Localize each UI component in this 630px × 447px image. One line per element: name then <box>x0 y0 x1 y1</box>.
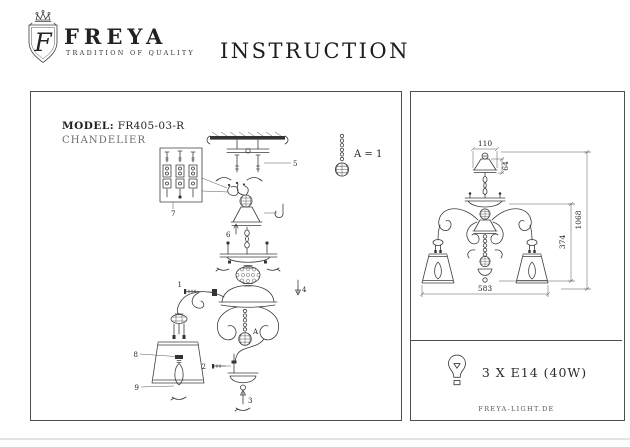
exploded-assembly-diagram: 7 5 <box>134 131 382 412</box>
part-label-6: 6 <box>226 231 231 239</box>
dim-body-height <box>499 201 575 284</box>
light-bulb-icon <box>447 354 466 386</box>
pendant-legend-drawing <box>334 133 350 177</box>
dim-overall-width-label: 583 <box>478 284 493 293</box>
dim-canopy-height <box>491 156 505 176</box>
part-label-5: 5 <box>293 160 297 168</box>
part-label-4: 4 <box>302 286 307 294</box>
center-pendant-drawing <box>238 308 252 346</box>
mid-plate-and-bell-drawing <box>212 241 301 308</box>
page-title: INSTRUCTION <box>219 39 411 63</box>
dim-body-height-label: 374 <box>558 235 567 250</box>
assembly-instruction-panel: MODEL: FR405-03-R CHANDELIER <box>30 91 402 421</box>
part-label-7: 7 <box>171 210 175 218</box>
dimensions-panel: 110 64 374 1068 583 <box>410 91 625 421</box>
freya-logo-shield-icon: F <box>28 10 58 63</box>
dimension-drawing: 110 64 374 1068 583 <box>419 139 591 297</box>
brand-tagline: TRADITION OF QUALITY <box>66 49 195 57</box>
dim-total-height-label: 1068 <box>574 210 583 229</box>
brand-name: FREYA <box>64 24 168 49</box>
lamp-shade-drawing <box>139 313 205 401</box>
svg-text:F: F <box>33 28 53 57</box>
part-label-3: 3 <box>248 397 252 405</box>
model-info: MODEL: FR405-03-R CHANDELIER <box>62 120 184 148</box>
dim-canopy-height-label: 64 <box>501 161 510 171</box>
dim-canopy-width <box>470 146 500 168</box>
part-label-1: 1 <box>178 281 182 289</box>
ceiling-mount-drawing <box>206 131 291 182</box>
scroll-arms-drawing <box>176 291 280 363</box>
model-label: MODEL: <box>62 120 115 132</box>
bottom-finial-drawing <box>212 353 259 412</box>
hardware-kit-box-drawing <box>159 147 229 209</box>
dim-canopy-width-label: 110 <box>478 139 493 148</box>
canopy-drawing <box>227 181 284 255</box>
dim-total-height <box>501 149 591 292</box>
part-label-8: 8 <box>134 351 138 359</box>
part-label-2: 2 <box>202 363 206 371</box>
page-edge <box>0 438 630 447</box>
chandelier-front-view <box>421 152 549 284</box>
product-type: CHANDELIER <box>62 135 147 147</box>
part-label-a: A <box>252 328 259 336</box>
pendant-legend-text: A = 1 <box>353 149 382 160</box>
bulb-spec-section: 3 X E14 (40W) FREYA-LIGHT.DE <box>411 340 622 420</box>
website-text: FREYA-LIGHT.DE <box>478 405 555 413</box>
model-value: FR405-03-R <box>117 120 185 132</box>
bulb-spec-text: 3 X E14 (40W) <box>481 364 588 380</box>
dim-overall-width <box>419 285 551 297</box>
part-label-9: 9 <box>135 384 139 392</box>
